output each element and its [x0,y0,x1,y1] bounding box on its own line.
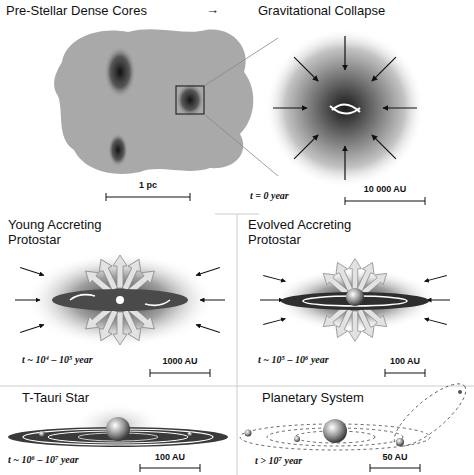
infall-arrow [345,36,346,70]
molecular-cloud [54,29,253,174]
divider-line [215,214,259,215]
panel-title: Gravitational Collapse [258,4,385,19]
scale-label: 1000 AU [162,356,197,366]
infall-arrow [427,300,450,301]
time-label: t ~ 10⁵ – 10⁶ year [258,354,329,366]
panel-title: T-Tauri Star [22,391,89,406]
scale-label: 100 AU [390,356,420,366]
time-label: t ~ 10⁶ – 10⁷ year [8,454,79,466]
infall-arrow [372,135,396,159]
time-label: t = 0 year [250,190,289,202]
scale-bar [370,464,420,472]
panel-title: Young Accreting Protostar [8,218,133,248]
scale-label: 100 AU [155,452,185,462]
infall-arrow [200,300,225,301]
infall-arrow [196,268,220,276]
panel-title: Evolved Accreting Protostar [248,218,373,248]
infall-arrow [263,319,285,325]
planet [245,430,252,437]
infall-arrow [425,275,447,281]
arrow-symbol: → [206,3,219,18]
protostar [116,296,124,304]
rotation-swirl [70,295,170,306]
infall-arrow [372,57,396,81]
infall-arrow [20,268,44,276]
accretion-disk [52,289,188,311]
collapsing-core [265,28,425,188]
scale-bar [106,193,190,201]
scale-bar [140,464,200,472]
divider-line [237,214,238,475]
dense-core [176,83,204,117]
planetesimal [39,431,45,437]
comet-orbit [386,375,474,456]
divider-line [0,386,474,387]
envelope [25,252,215,348]
time-label: t > 10⁷ year [255,455,302,467]
dense-core [104,46,136,98]
rotation-swirl [330,104,360,113]
zoom-box [176,86,204,114]
panel-title: Pre-Stellar Dense Cores [6,4,147,19]
scale-label: 10 000 AU [364,184,407,194]
scale-bar [385,369,425,377]
planetesimal [188,432,193,437]
scale-bar [150,369,210,377]
infall-arrow [15,300,40,301]
infall-arrow [260,300,283,301]
panel-title: Planetary System [262,391,364,406]
infall-arrow [20,325,44,333]
dense-core [108,133,128,167]
infall-arrow [383,108,417,109]
time-label: t ~ 10⁴ – 10⁵ year [22,354,93,366]
scale-label: 1 pc [139,180,157,190]
t-tauri-star [106,417,130,441]
infall-arrow [294,135,318,159]
zoom-line [204,38,278,86]
scale-label: 50 AU [382,452,407,462]
infall-arrow [263,275,285,281]
planet [294,436,300,442]
protostar [346,288,364,306]
infall-arrow [196,325,220,333]
comet [458,390,462,394]
planet [396,438,404,446]
infall-arrow [273,108,307,109]
star [323,419,347,443]
infall-arrow [425,319,447,325]
infall-arrow [345,146,346,180]
infall-arrow [294,57,318,81]
scale-bar [345,197,425,205]
